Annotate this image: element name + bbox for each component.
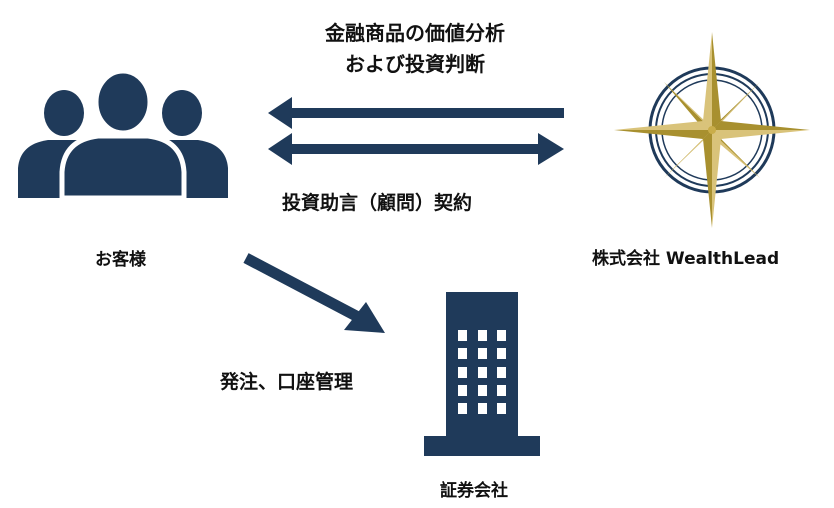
people-group-icon xyxy=(18,68,228,198)
diagonal-arrow-icon xyxy=(243,253,385,333)
analysis-label-line1: 金融商品の価値分析 xyxy=(325,21,505,45)
compass-rose-logo xyxy=(614,32,810,228)
contract-label: 投資助言（顧問）契約 xyxy=(282,192,473,214)
analysis-label: 金融商品の価値分析 および投資判断 xyxy=(290,18,540,80)
securities-company-label: 証券会社 xyxy=(440,481,508,501)
customer-label: お客様 xyxy=(95,250,146,270)
office-building-icon xyxy=(424,292,540,456)
analysis-label-line2: および投資判断 xyxy=(345,52,485,76)
arrows-group xyxy=(268,97,564,165)
order-label: 発注、口座管理 xyxy=(220,371,354,393)
double-arrow-icon xyxy=(268,133,564,165)
left-arrow-icon xyxy=(268,97,564,129)
company-label: 株式会社 WealthLead xyxy=(592,249,780,269)
